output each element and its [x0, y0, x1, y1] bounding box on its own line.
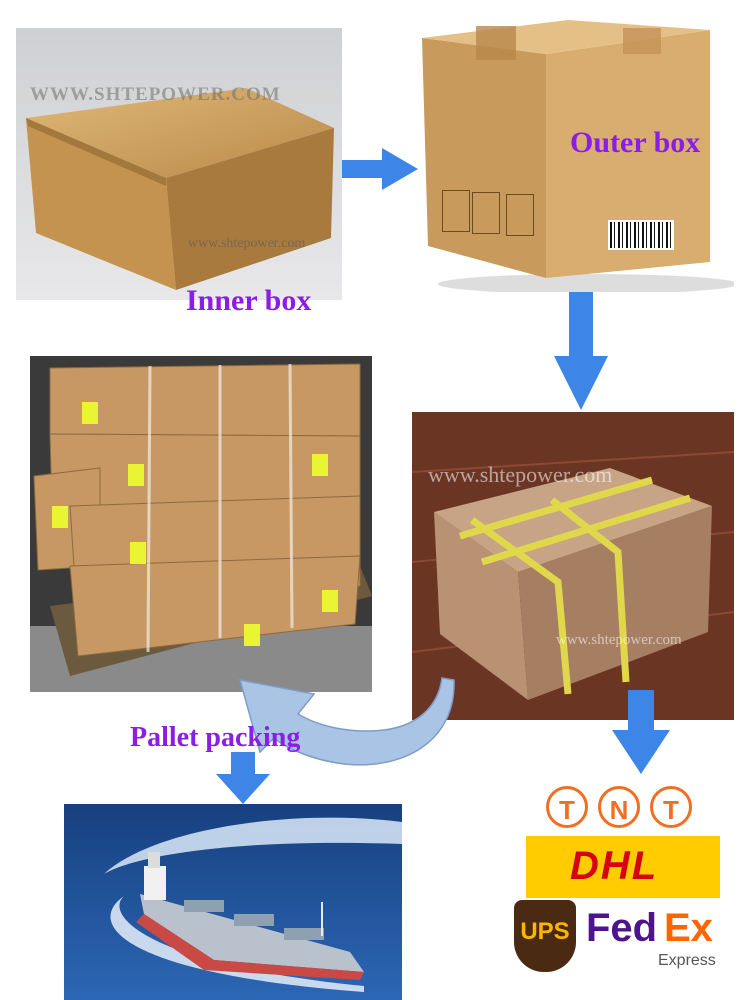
- inner-box-photo: WWW.SHTEPOWER.COM www.shtepower.com: [16, 28, 342, 300]
- down-arrow-icon: [612, 690, 670, 774]
- ups-logo: UPS: [514, 900, 576, 972]
- this-way-up-icon: [506, 194, 534, 236]
- pallet-photo: [30, 356, 372, 692]
- watermark-text: www.shtepower.com: [188, 236, 306, 251]
- ship-photo: [64, 804, 402, 1000]
- tnt-letter: T: [650, 786, 692, 828]
- barcode-icon: [608, 220, 674, 250]
- keep-dry-icon: [472, 192, 500, 234]
- inner-box-label: Inner box: [186, 284, 312, 317]
- fedex-fed: Fed: [586, 906, 658, 950]
- outer-box-photo: [418, 14, 734, 292]
- down-arrow-icon: [216, 752, 270, 804]
- watermark-text: www.shtepower.com: [428, 462, 613, 487]
- dhl-logo: DHL: [526, 836, 720, 898]
- courier-logos: T N T DHL UPS Fed Ex Express: [506, 774, 740, 1000]
- fedex-logo: Fed Ex Express: [586, 906, 736, 970]
- ups-text: UPS: [520, 918, 570, 945]
- tnt-logo: T N T: [546, 786, 696, 832]
- dhl-text: DHL: [570, 844, 659, 888]
- right-arrow-icon: [342, 148, 418, 190]
- watermark-text: WWW.SHTEPOWER.COM: [30, 84, 281, 105]
- tnt-letter: T: [546, 786, 588, 828]
- wrapped-box-photo: www.shtepower.com www.shtepower.com: [412, 412, 734, 720]
- tnt-letter: N: [598, 786, 640, 828]
- watermark-text: www.shtepower.com: [556, 632, 682, 648]
- curved-arrow-icon: [204, 664, 462, 776]
- fedex-express: Express: [658, 952, 716, 969]
- outer-box-label: Outer box: [570, 126, 701, 159]
- fragile-icon: [442, 190, 470, 232]
- down-arrow-icon: [554, 292, 608, 410]
- fedex-ex: Ex: [664, 906, 713, 950]
- pallet-packing-label: Pallet packing: [130, 722, 301, 753]
